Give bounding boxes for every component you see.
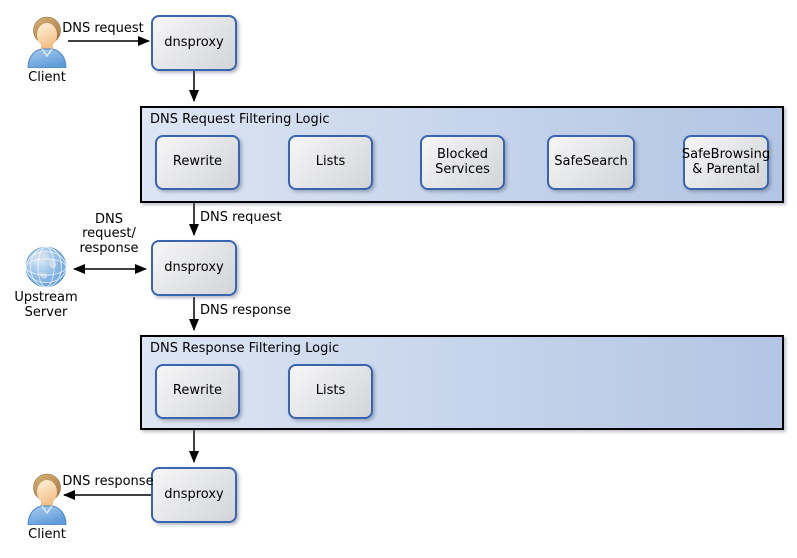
person-icon bbox=[27, 473, 67, 526]
edge-label-dns-request-mid: DNS request bbox=[200, 210, 282, 225]
edge-label-dns-request-top: DNS request bbox=[62, 21, 144, 36]
box-safesearch: SafeSearch bbox=[547, 135, 635, 190]
request-filter-container: DNS Request Filtering Logic Rewrite List… bbox=[140, 106, 784, 203]
client-bottom-label: Client bbox=[28, 527, 66, 542]
client-top-label: Client bbox=[28, 70, 66, 85]
box-blocked-services: Blocked Services bbox=[420, 135, 505, 190]
dnsproxy2-node: dnsproxy bbox=[151, 240, 237, 296]
box-rewrite-response: Rewrite bbox=[155, 364, 240, 419]
box-rewrite-request: Rewrite bbox=[155, 135, 240, 190]
upstream-server-actor bbox=[25, 246, 67, 288]
person-icon bbox=[27, 16, 67, 69]
edge-label-dns-request-response: DNS request/ response bbox=[79, 212, 139, 256]
request-filter-title: DNS Request Filtering Logic bbox=[150, 112, 330, 127]
dnsproxy3-node: dnsproxy bbox=[151, 467, 237, 523]
box-safebrowsing: SafeBrowsing & Parental bbox=[682, 135, 770, 190]
dnsproxy1-node: dnsproxy bbox=[151, 15, 237, 71]
client-bottom-actor bbox=[27, 473, 67, 526]
edge-label-dns-response-mid: DNS response bbox=[200, 303, 292, 318]
client-top-actor bbox=[27, 16, 67, 69]
globe-icon bbox=[25, 246, 67, 288]
box-lists-request: Lists bbox=[288, 135, 373, 190]
box-lists-response: Lists bbox=[288, 364, 373, 419]
edge-label-dns-response-bottom: DNS response bbox=[62, 474, 154, 489]
response-filter-container: DNS Response Filtering Logic Rewrite Lis… bbox=[140, 335, 784, 430]
response-filter-title: DNS Response Filtering Logic bbox=[150, 341, 340, 356]
upstream-server-label: Upstream Server bbox=[14, 290, 78, 320]
